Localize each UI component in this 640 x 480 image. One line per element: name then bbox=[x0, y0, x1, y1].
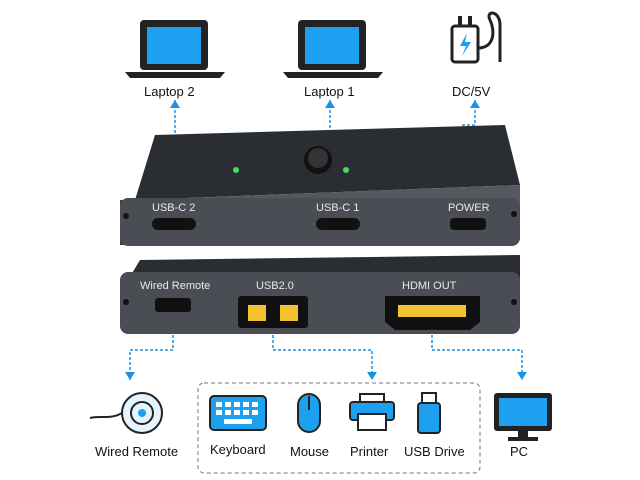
keyboard-label: Keyboard bbox=[210, 442, 266, 457]
power-label: DC/5V bbox=[452, 84, 491, 99]
kvm-switch-bottom bbox=[120, 255, 520, 334]
pc-monitor-icon bbox=[494, 393, 552, 441]
usb-port-label: USB2.0 bbox=[256, 280, 294, 292]
usbc1-port bbox=[316, 218, 360, 230]
laptop2-label: Laptop 2 bbox=[144, 84, 195, 99]
mouse-icon bbox=[297, 393, 321, 433]
usb-drive-icon bbox=[417, 392, 441, 434]
printer-icon bbox=[349, 393, 395, 431]
keyboard-icon bbox=[209, 395, 267, 431]
remote-port bbox=[155, 298, 191, 312]
laptop1-label: Laptop 1 bbox=[304, 84, 355, 99]
top-arrows bbox=[170, 100, 480, 108]
power-port bbox=[450, 218, 486, 230]
remote-port-label: Wired Remote bbox=[140, 280, 211, 292]
printer-label: Printer bbox=[350, 444, 389, 459]
hdmi-port-label: HDMI OUT bbox=[402, 280, 457, 292]
pc-label: PC bbox=[510, 444, 529, 459]
usbc2-port-label: USB-C 2 bbox=[152, 202, 196, 214]
power-port-label: POWER bbox=[448, 202, 490, 214]
peripherals-group bbox=[197, 382, 481, 474]
usb-drive-label: USB Drive bbox=[404, 444, 465, 459]
usbc2-port bbox=[152, 218, 196, 230]
bottom-arrows bbox=[125, 372, 527, 380]
usbc1-port-label: USB-C 1 bbox=[316, 202, 360, 214]
bottom-connectors bbox=[129, 335, 523, 380]
power-adapter-icon bbox=[450, 11, 502, 64]
kvm-switch-top bbox=[120, 125, 520, 246]
wired-remote-icon bbox=[89, 392, 163, 434]
laptop2-icon bbox=[125, 20, 225, 78]
laptop1-icon bbox=[283, 20, 383, 78]
wired-remote-label: Wired Remote bbox=[95, 444, 179, 459]
mouse-label: Mouse bbox=[290, 444, 330, 459]
